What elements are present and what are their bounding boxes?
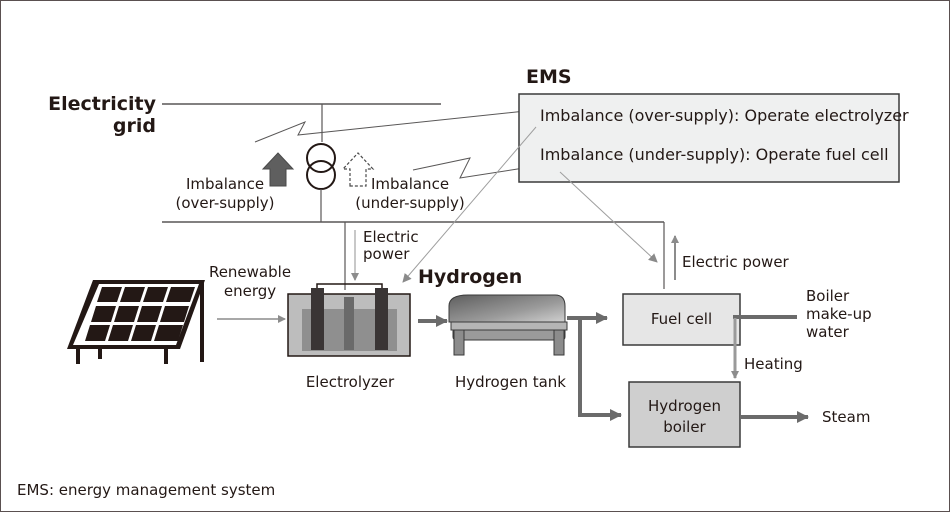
ems-signal-over-supply xyxy=(254,109,536,143)
renewable-line1: Renewable xyxy=(208,263,292,281)
grid-label-line2: grid xyxy=(112,115,156,137)
ems-rule-under-supply: Imbalance (under-supply): Operate fuel c… xyxy=(540,145,889,164)
hydrogen-distribution-pipe xyxy=(567,312,622,421)
ems-to-fuel-cell-arrow xyxy=(559,171,658,263)
boiler-make-up-water-label: Boiler make-up water xyxy=(806,287,872,341)
electrolyzer-icon xyxy=(287,283,411,357)
ems-signal-under-supply xyxy=(412,157,544,179)
hydrogen-tank-icon xyxy=(448,294,568,356)
ems-to-electrolyzer-arrow xyxy=(402,126,537,283)
hydrogen-boiler-line1: Hydrogen xyxy=(648,397,721,415)
heating-label: Heating xyxy=(744,355,803,373)
fuel-cell-box xyxy=(622,293,741,346)
imbalance-over-line1: Imbalance xyxy=(185,175,265,193)
grid-label: Electricity grid xyxy=(30,93,156,137)
footnote: EMS: energy management system xyxy=(17,481,276,499)
over-supply-arrow-icon xyxy=(261,152,295,187)
renewable-line2: energy xyxy=(223,282,277,300)
grid-label-line1: Electricity xyxy=(48,93,156,115)
ems-box xyxy=(518,93,900,183)
boiler-water-line1: Boiler xyxy=(806,287,850,305)
hydrogen-boiler-line2: boiler xyxy=(663,418,706,436)
hydrogen-label: Hydrogen xyxy=(418,266,523,288)
imbalance-under-line1: Imbalance xyxy=(370,175,450,193)
electric-power-in-line1: Electric xyxy=(363,228,419,246)
hydrogen-tank-label: Hydrogen tank xyxy=(455,373,566,391)
imbalance-over-line2: (over-supply) xyxy=(175,194,275,212)
hydrogen-boiler-label: Hydrogen boiler xyxy=(629,396,740,438)
imbalance-under-supply-label: Imbalance (under-supply) xyxy=(352,175,468,213)
ems-rule-over-supply: Imbalance (over-supply): Operate electro… xyxy=(540,106,909,125)
fuel-cell-label: Fuel cell xyxy=(650,310,713,328)
transformer-icon xyxy=(306,143,336,190)
renewable-energy-label: Renewable energy xyxy=(204,263,296,301)
solar-panel-icon xyxy=(67,280,205,364)
electric-power-in-line2: power xyxy=(363,245,410,263)
under-supply-arrow-icon xyxy=(341,152,375,187)
electric-power-out-label: Electric power xyxy=(682,253,789,271)
electric-power-in-label: Electric power xyxy=(363,229,419,263)
ems-title: EMS xyxy=(526,66,572,88)
hydrogen-boiler-box xyxy=(628,381,741,448)
imbalance-under-line2: (under-supply) xyxy=(355,194,465,212)
electrolyzer-label: Electrolyzer xyxy=(305,373,395,391)
imbalance-over-supply-label: Imbalance (over-supply) xyxy=(170,175,280,213)
steam-label: Steam xyxy=(822,408,871,426)
boiler-water-line3: water xyxy=(806,323,849,341)
boiler-water-line2: make-up xyxy=(806,305,872,323)
